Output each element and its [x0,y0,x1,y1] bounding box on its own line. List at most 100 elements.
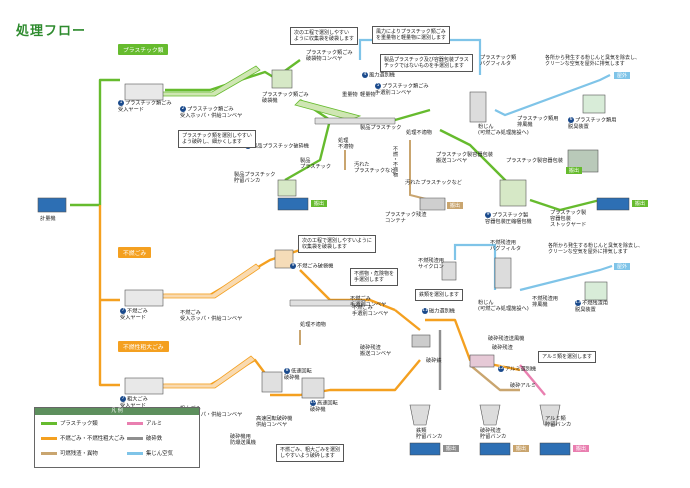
legend-label: 不燃ごみ・不燃性粗大ごみ [60,436,125,442]
scale-truck [37,197,67,213]
flow-line-plastic-3 [284,119,332,182]
section-sodai: 不燃性粗大ごみ [118,341,169,352]
step-s9-label: アルミ選別機 [505,366,537,373]
step-p3a: プラスチック類ごみ 破袋機 [262,92,309,104]
legend-label: アルミ [146,421,163,427]
step-p9b: プラスチック製 容器包装 ストックヤード [550,210,587,228]
air-line-plastic-2 [494,74,611,117]
step-p2-label: プラスチック類ごみ 受入ホッパ・供給コンベヤ [180,106,243,119]
residue-bunker-shape [479,404,501,426]
legend-swatch [41,422,57,425]
legend-label: 破砕鉄 [146,436,163,442]
dest-iron-out: 搬出 [443,445,460,452]
legend-item-air: 集じん空気 [127,449,173,457]
step-number-icon: 7 [120,396,126,402]
step-f1-label: 不燃ごみ 受入ヤード [120,308,148,321]
note-hand-sorting: 製品プラスチック及び容器包装プラス チックではないものを手選別します [380,54,473,72]
step-p7-label: プラスチック類用 脱臭装置 [568,117,617,130]
step-number-icon: 2 [180,106,186,112]
flow-line-plastic-trunk [70,78,120,207]
step-s8-label: 磁力選別機 [429,308,455,315]
fune-bagfilter-shape [494,257,512,289]
step-number-icon: 10 [310,400,316,406]
dest-plastic-out: 搬出 [311,200,328,207]
step-p6b: プラスチック類用 排風機 [517,116,559,128]
legend-item-fune: 不燃ごみ・不燃性粗大ごみ [41,434,125,442]
step-p8b: 製品プラスチック 貯留バンカ [234,172,276,184]
truck-plastic-out [277,197,309,211]
step-s19: 粉じん (可燃ごみ処理施設へ) [478,124,529,136]
step-s18: アルミ類 貯留バンカ [545,416,572,428]
note-alum-sorting: アルミ類を選別します [538,351,596,363]
step-s1-label: 粗大ごみ 受入ヤード [120,396,148,409]
legend: 凡 例 プラスチック類 アルミ 不燃ごみ・不燃性粗大ごみ 破砕鉄 可燃残渣・異物… [34,407,200,468]
step-number-icon: 11 [422,308,428,314]
conveyor-fune-picking [289,299,366,307]
legend-swatch [127,422,143,425]
dest-residue-out: 搬出 [513,445,530,452]
step-f4: 不燃ごみ 手選別コンベヤ [350,296,387,308]
flow-line-sodai-3 [394,309,421,331]
step-s9: 12アルミ選別機 [498,366,536,373]
low-speed-crusher-shape [261,371,283,393]
plastic-bunker-shape [277,179,297,197]
truck-iron-out [409,442,441,456]
step-number-icon: 9 [290,263,296,269]
plastic-yard-shape [124,83,164,101]
legend-item-plastic: プラスチック類 [41,419,98,427]
scale-label: 計量機 [40,216,56,222]
label-nonburnable: 不燃・不適物 [392,146,398,178]
step-s12: 不燃残渣用 排風機 [532,296,558,308]
step-f3-label: 不燃ごみ破袋機 [297,263,334,270]
flow-line-plastic-5 [529,198,601,212]
label-residue-container: プラスチック残渣 コンテナ [385,212,427,224]
label-product-plastic-2: 製品 プラスチック [300,158,332,170]
note-bag-breaking: 次の工程で選別しやすい ように収集袋を破袋します [290,27,359,45]
step-f2: 不燃ごみ 受入ホッパ・供給コンベヤ [180,310,243,322]
truck-alum-out [539,442,571,456]
conveyors [159,65,396,389]
step-s16: 鉄類 貯留バンカ [416,428,443,440]
bale-photo [567,149,599,173]
step-number-icon: 9 [485,212,491,218]
high-speed-crusher-shape [301,377,325,399]
dest-outdoor-1: 屋外 [614,72,631,79]
label-unsuitable-2: 処理不適物 [406,130,432,136]
step-number-icon: 5 [375,83,381,89]
step-p4-label: 風力選別機 [369,72,395,79]
dest-bale-out: 搬出 [632,200,649,207]
step-p6: プラスチック類 バグフィルタ [480,55,517,67]
step-number-icon: 12 [498,366,504,372]
tan-line-2 [409,140,431,201]
magnet-shape [411,334,431,348]
legend-swatch [127,437,143,440]
step-s10: 不燃残渣用 サイクロン [418,258,444,270]
step-s5-label: 高速回転 破砕機 [310,400,338,413]
label-dirty-plastic: 汚れた プラスチックなど [354,162,396,174]
conveyor-plastic-picking [314,117,396,125]
conveyor-fune-supply [159,263,261,299]
legend-label: プラスチック類 [60,421,98,427]
step-s11: 不燃残渣用 バグフィルタ [490,240,522,252]
legend-item-alum: アルミ [127,419,162,427]
dest-alum-out: 搬出 [573,445,590,452]
cyclone-shape [441,261,457,281]
step-s14: 破砕残渣送風機 [488,336,525,342]
alum-sorter-shape [469,354,495,368]
plastic-deodorizer-shape [582,94,606,114]
note-hazard-sorting: 不燃物・危険物を 手選別します [350,268,399,286]
flow-line-sodai-4 [425,318,521,372]
step-p3b: プラスチック類ごみ 破袋物コンベヤ [306,50,353,62]
air-line-fune-2 [519,264,613,292]
label-unsuitable-fune: 処理不適物 [300,322,326,328]
